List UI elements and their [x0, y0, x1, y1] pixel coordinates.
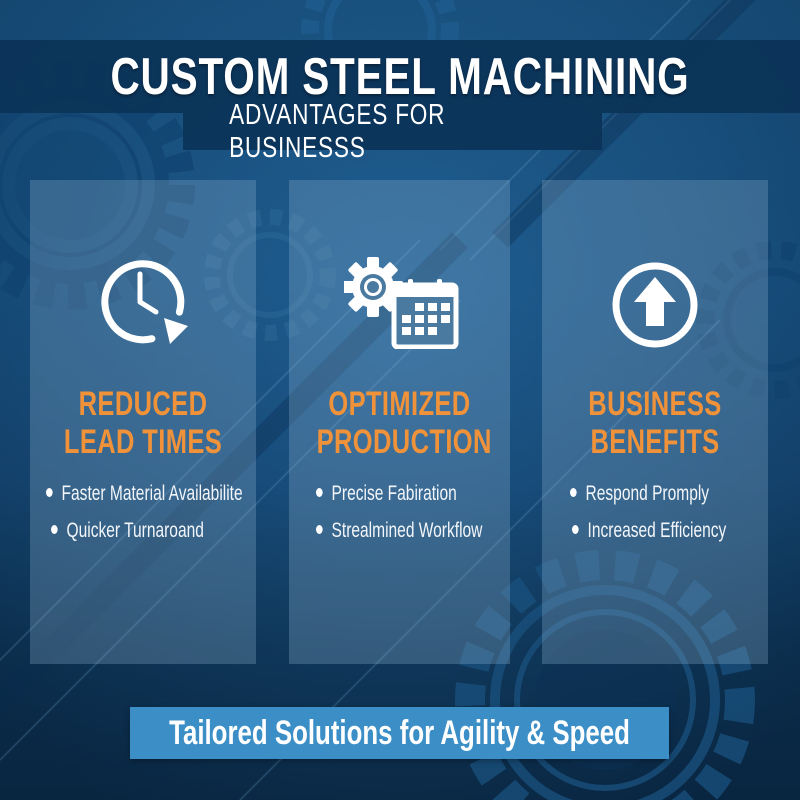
panel-heading-line-1: BUSINESS — [588, 385, 722, 423]
bullet-icon — [316, 487, 323, 497]
bullet-icon — [51, 524, 58, 534]
title-band — [0, 40, 800, 113]
list-item: Faster Material Availabilite — [46, 482, 243, 506]
list-item: Respond Promply — [570, 482, 709, 506]
list-item-text: Strealmined Workflow — [331, 519, 483, 542]
panel-business-benefits: BUSINESS BENEFITS Respond Promply Increa… — [542, 180, 768, 664]
list-item: Increased Efficiency — [572, 519, 726, 543]
bullet-icon — [316, 524, 323, 534]
page-title: CUSTOM STEEL MACHINING — [110, 47, 690, 106]
arrow-up-circle-icon — [612, 262, 698, 348]
panel-heading-line-2: PRODUCTION — [316, 423, 492, 461]
panel-heading-line-2: LEAD TIMES — [63, 423, 223, 461]
gear-calendar-icon — [344, 257, 459, 349]
panel-reduced-lead-times: REDUCED LEAD TIMES Faster Material Avail… — [30, 180, 256, 664]
list-item-text: Faster Material Availabilite — [61, 482, 243, 505]
bullet-icon — [570, 487, 577, 497]
subtitle-band — [183, 113, 602, 150]
bullet-icon — [46, 487, 53, 497]
clock-refresh-icon — [101, 260, 188, 344]
footer-banner-text: Tailored Solutions for Agility & Speed — [169, 713, 630, 752]
page-subtitle: ADVANTAGES FOR BUSINESSS — [229, 98, 446, 164]
list-item-text: Quicker Turnaroand — [66, 519, 204, 542]
list-item: Strealmined Workflow — [316, 519, 482, 543]
panel-heading: REDUCED LEAD TIMES — [30, 385, 256, 461]
list-item: Precise Fabiration — [316, 482, 457, 506]
list-item-text: Respond Promply — [585, 482, 710, 505]
footer-banner — [130, 707, 669, 759]
list-item: Quicker Turnaroand — [51, 519, 204, 543]
bullet-icon — [572, 524, 579, 534]
panel-heading: OPTIMIZED PRODUCTION — [289, 385, 510, 461]
panel-optimized-production: OPTIMIZED PRODUCTION Precise Fabiration … — [289, 180, 510, 664]
panel-heading-line-1: OPTIMIZED — [328, 385, 471, 423]
list-item-text: Increased Efficiency — [587, 519, 727, 542]
list-item-text: Precise Fabiration — [331, 482, 457, 505]
panel-heading: BUSINESS BENEFITS — [542, 385, 768, 461]
panel-heading-line-1: REDUCED — [78, 385, 208, 423]
panel-heading-line-2: BENEFITS — [590, 423, 720, 461]
